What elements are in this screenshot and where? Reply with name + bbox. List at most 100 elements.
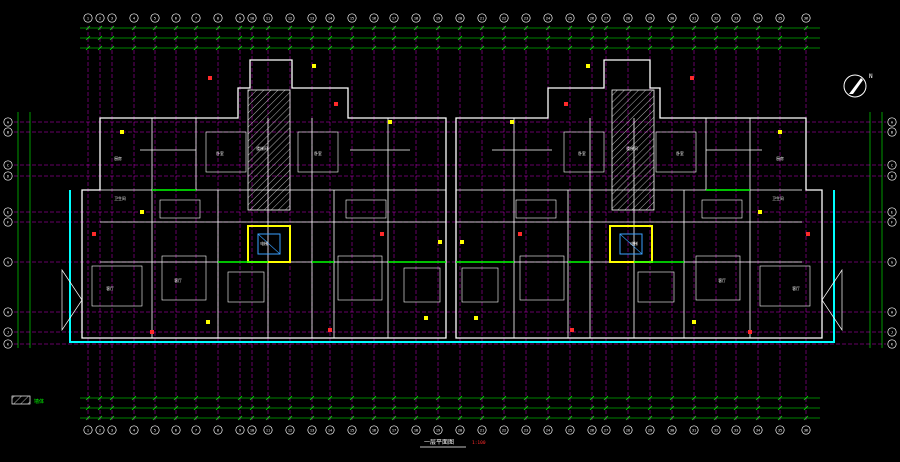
elevator-core: [247, 225, 291, 263]
axis-bubble-label: 7: [195, 17, 197, 21]
balcony-left: [61, 268, 83, 332]
axis-bubble-label: 19: [436, 429, 440, 433]
axis-bubble-label: G: [891, 261, 893, 265]
axis-bubble: [129, 13, 139, 23]
axis-bubble: [171, 13, 181, 23]
axis-bubble-label: 4: [133, 429, 135, 433]
axis-bubble: [477, 13, 487, 23]
axis-bubble-label: 17: [392, 17, 396, 21]
elevator-car: [257, 233, 281, 255]
annotation-marker: [690, 76, 694, 80]
axis-bubble: [171, 425, 181, 435]
axis-bubble-label: 7: [195, 429, 197, 433]
walls-layer: [81, 59, 823, 339]
axis-bubble-label: 15: [350, 429, 354, 433]
axis-bubble-label: 8: [217, 17, 219, 21]
axis-bubble: [565, 425, 575, 435]
axis-bubble: [587, 13, 597, 23]
annotation-marker: [570, 328, 574, 332]
axis-bubble: [455, 425, 465, 435]
annotation-marker: [380, 232, 384, 236]
axis-bubble-label: 10: [250, 429, 254, 433]
axis-bubble-label: 8: [217, 429, 219, 433]
axis-bubble: [307, 425, 317, 435]
axis-bubble: [83, 425, 93, 435]
axis-bubble-label: 10: [250, 17, 254, 21]
annotation-marker: [328, 328, 332, 332]
axis-bubble: [411, 425, 421, 435]
axis-bubble-label: 25: [568, 17, 572, 21]
room-label: 卧室: [676, 151, 684, 156]
axis-bubble: [150, 425, 160, 435]
axis-bubble-label: B: [7, 131, 9, 135]
axis-bubble-label: 18: [414, 429, 418, 433]
axis-bubble: [213, 425, 223, 435]
axis-bubble: [3, 307, 13, 317]
axis-bubble-label: 20: [458, 17, 462, 21]
furniture-item: [337, 255, 383, 301]
axis-bubble-label: 15: [350, 17, 354, 21]
axis-bubble: [433, 13, 443, 23]
annotation-marker: [334, 102, 338, 106]
furniture-item: [205, 131, 247, 173]
elevator-car: [619, 233, 643, 255]
axis-bubble: [263, 13, 273, 23]
axis-bubble: [645, 13, 655, 23]
axis-bubble: [325, 13, 335, 23]
furniture-item: [461, 267, 499, 303]
axis-bubble: [411, 13, 421, 23]
axis-bubble-label: J: [891, 331, 893, 335]
north-arrow: N: [843, 73, 873, 98]
axis-bubble-label: 5: [154, 17, 156, 21]
axis-bubble-label: 35: [778, 429, 782, 433]
axis-bubble: [95, 425, 105, 435]
axis-bubble: [389, 13, 399, 23]
axis-bubble-label: 31: [692, 17, 696, 21]
axis-bubble-label: 33: [734, 429, 738, 433]
axis-bubble: [753, 13, 763, 23]
axis-bubble: [753, 425, 763, 435]
axis-bubble: [191, 425, 201, 435]
room-label: 电梯: [260, 241, 268, 246]
furniture-item: [701, 199, 743, 219]
axis-bubble-label: 23: [524, 17, 528, 21]
axis-bubble-label: G: [7, 261, 9, 265]
axis-bubble-label: 29: [648, 17, 652, 21]
axis-bubble-label: 32: [714, 17, 718, 21]
axis-bubble: [543, 13, 553, 23]
axis-bubble-label: 19: [436, 17, 440, 21]
axis-bubble-label: 20: [458, 429, 462, 433]
axis-bubble: [887, 160, 897, 170]
axis-bubble: [731, 13, 741, 23]
axis-bubble: [3, 171, 13, 181]
axis-bubble-label: 22: [502, 429, 506, 433]
axis-bubble: [3, 257, 13, 267]
furniture-item: [403, 267, 441, 303]
axis-bubble-label: B: [891, 131, 893, 135]
axis-bubble: [3, 117, 13, 127]
axis-bubble-label: 13: [310, 429, 314, 433]
annotation-marker: [748, 330, 752, 334]
axis-bubble-label: 26: [590, 17, 594, 21]
axis-bubble: [667, 425, 677, 435]
axis-bubble-label: 16: [372, 429, 376, 433]
axis-bubble: [235, 13, 245, 23]
axis-bubble: [263, 425, 273, 435]
drawing-scale: 1:100: [472, 440, 486, 446]
axis-bubble-label: 6: [175, 429, 177, 433]
axis-bubble-label: 12: [288, 17, 292, 21]
furniture-layer: [91, 64, 811, 334]
axis-bubble-label: 12: [288, 429, 292, 433]
axis-bubble: [521, 13, 531, 23]
axis-bubble-label: C: [891, 164, 893, 168]
furniture-item: [655, 131, 697, 173]
axis-bubble-label: 34: [756, 17, 760, 21]
axis-bubble: [887, 117, 897, 127]
axis-bubble-label: 23: [524, 429, 528, 433]
axis-bubble: [775, 13, 785, 23]
axis-bubble: [499, 425, 509, 435]
furniture-item: [227, 271, 265, 303]
building-outline-left: [81, 59, 447, 339]
axis-bubble: [887, 171, 897, 181]
axis-bubble: [369, 425, 379, 435]
